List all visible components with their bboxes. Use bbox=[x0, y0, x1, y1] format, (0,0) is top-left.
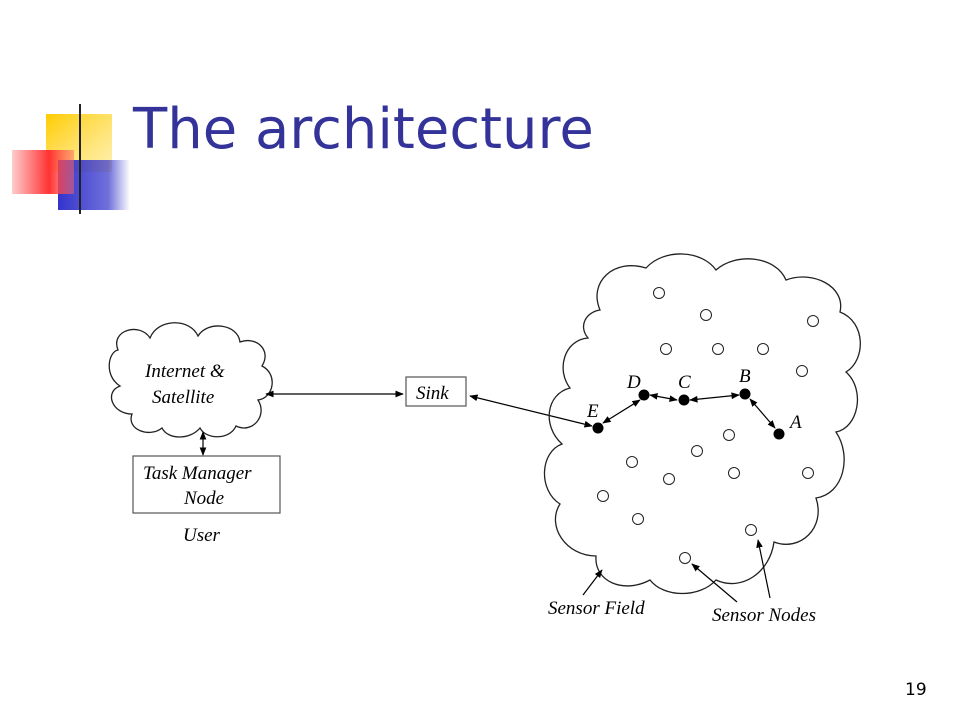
node-b-label: B bbox=[739, 366, 751, 387]
node-c-label: C bbox=[678, 372, 691, 393]
page-number: 19 bbox=[905, 680, 927, 700]
sensor-node bbox=[653, 287, 665, 299]
sensor-node bbox=[597, 490, 609, 502]
pointer-sensor-nodes-1 bbox=[691, 563, 738, 603]
sensor-node bbox=[632, 513, 644, 525]
node-a-label: A bbox=[788, 412, 802, 433]
sensor-node bbox=[723, 429, 735, 441]
internet-label-line2: Satellite bbox=[152, 387, 214, 408]
sensor-node bbox=[660, 343, 672, 355]
sensor-node bbox=[807, 315, 819, 327]
sensor-node bbox=[757, 343, 769, 355]
node-e-label: E bbox=[586, 401, 599, 422]
sensor-node bbox=[802, 467, 814, 479]
node-c bbox=[678, 394, 690, 406]
task-manager-label-line1: Task Manager bbox=[143, 463, 252, 484]
node-d bbox=[638, 389, 650, 401]
sensor-node bbox=[663, 473, 675, 485]
node-a bbox=[773, 428, 785, 440]
sensor-node bbox=[728, 467, 740, 479]
internet-label-line1: Internet & bbox=[144, 361, 225, 382]
sink-box bbox=[405, 376, 467, 407]
task-manager-label-line2: Node bbox=[183, 488, 224, 509]
sensor-field-cloud bbox=[543, 253, 861, 595]
sensor-node bbox=[745, 524, 757, 536]
sensor-field-label: Sensor Field bbox=[548, 598, 645, 619]
sensor-nodes-label: Sensor Nodes bbox=[712, 605, 816, 626]
pointer-sensor-nodes-2 bbox=[756, 539, 771, 599]
pointer-sensor-field bbox=[582, 569, 603, 596]
deco-red-square bbox=[12, 150, 74, 194]
sink-label: Sink bbox=[416, 383, 449, 404]
sensor-node bbox=[712, 343, 724, 355]
node-e bbox=[592, 422, 604, 434]
sensor-node bbox=[626, 456, 638, 468]
task-manager-box bbox=[132, 455, 281, 514]
routing-path bbox=[602, 392, 776, 429]
sensor-node bbox=[679, 552, 691, 564]
sensor-node bbox=[691, 445, 703, 457]
user-label: User bbox=[183, 525, 221, 546]
slide-title: The architecture bbox=[133, 97, 594, 162]
idle-sensor-nodes bbox=[597, 287, 819, 564]
node-d-label: D bbox=[626, 372, 641, 393]
sensor-node bbox=[796, 365, 808, 377]
internet-cloud bbox=[108, 322, 273, 438]
sensor-node bbox=[700, 309, 712, 321]
arrow-sink-e bbox=[469, 394, 593, 428]
node-b bbox=[739, 388, 751, 400]
